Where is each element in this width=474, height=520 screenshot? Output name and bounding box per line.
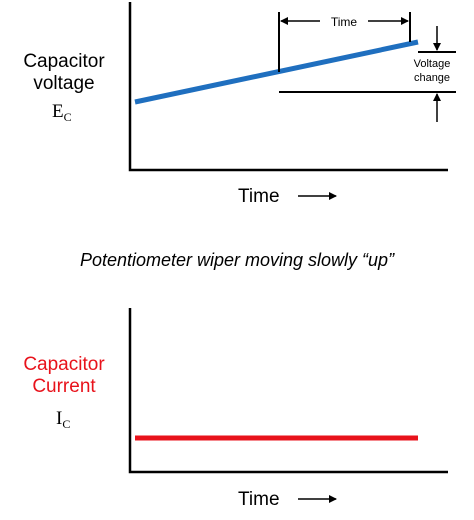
bottom-y-label-line1: Capacitor	[23, 354, 105, 375]
top-x-label: Time	[238, 186, 280, 207]
top-y-label-line2: voltage	[33, 73, 94, 94]
top-axes	[128, 2, 448, 172]
bottom-y-symbol: IC	[56, 408, 70, 431]
voltage-ramp-line	[134, 39, 419, 105]
interval-label: Time	[331, 15, 358, 29]
bottom-axes	[128, 308, 448, 474]
top-y-symbol: EC	[52, 101, 72, 124]
bottom-graph: Capacitor Current IC Time	[23, 308, 448, 510]
top-y-symbol-main: E	[52, 101, 64, 122]
caption: Potentiometer wiper moving slowly “up”	[80, 250, 395, 270]
top-y-symbol-sub: C	[64, 110, 72, 124]
bottom-y-symbol-sub: C	[62, 417, 70, 431]
bottom-y-symbol-main: I	[56, 408, 62, 429]
top-graph: Time Voltage change Capacitor voltage EC…	[23, 2, 456, 207]
bottom-y-label-line2: Current	[32, 376, 96, 397]
change-label-line2: change	[414, 72, 450, 84]
top-y-label-line1: Capacitor	[23, 51, 105, 72]
change-label-line1: Voltage	[414, 58, 451, 70]
bottom-x-label: Time	[238, 489, 280, 510]
